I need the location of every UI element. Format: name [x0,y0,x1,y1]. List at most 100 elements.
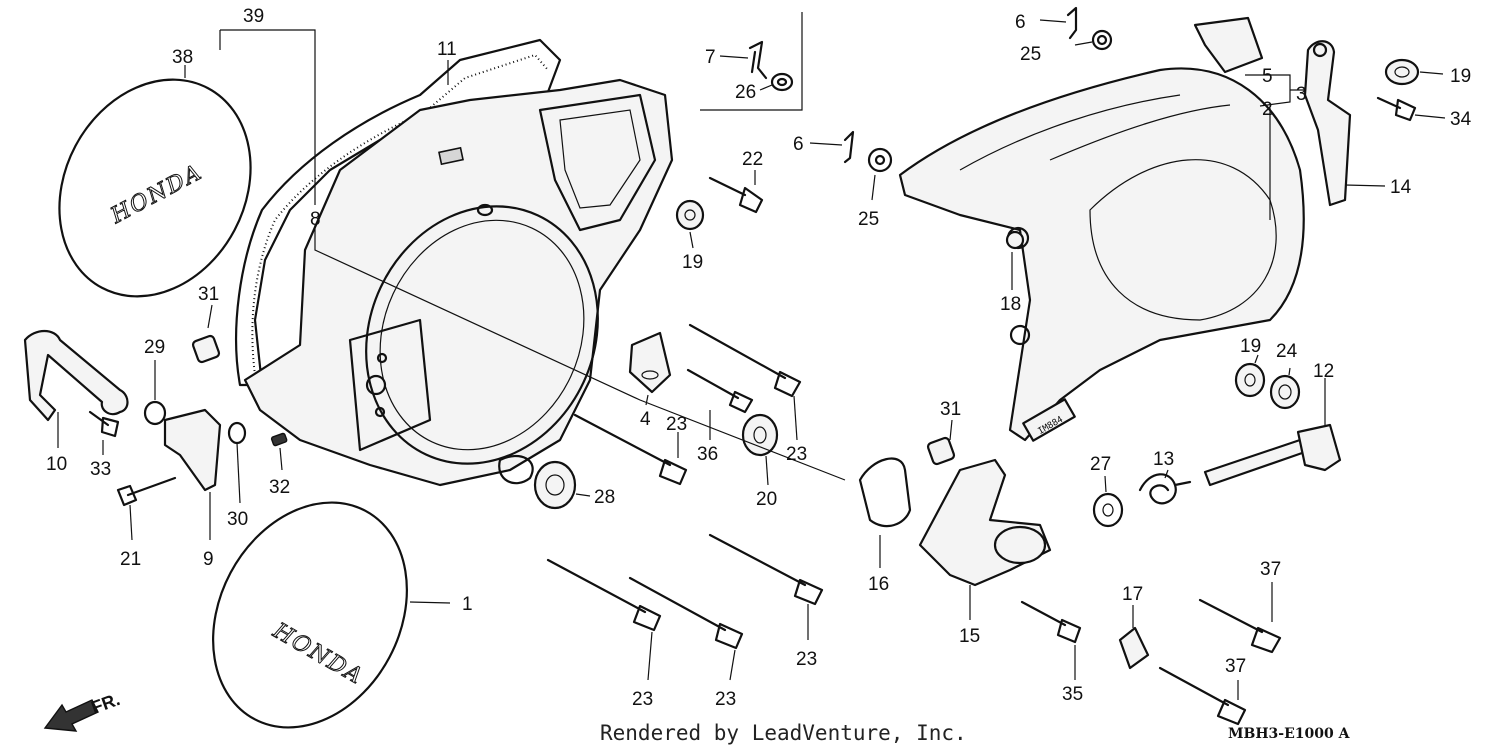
front-arrow-icon [43,699,99,732]
part-6-clip-mid [843,130,855,164]
part-5-pad [1193,16,1264,74]
callout-37-a: 37 [1260,559,1281,580]
callout-39: 39 [243,6,264,27]
part-19-grommet-mid [675,199,705,231]
part-10-pipe [23,329,129,422]
bolt-23-e [628,576,744,650]
part-16-oring [858,457,912,528]
bolt-37-a [1198,598,1282,654]
callout-10: 10 [46,454,67,475]
callout-3: 3 [1296,84,1307,105]
callout-9: 9 [203,549,214,570]
diagram-reference: MBH3-E1000 A [1228,726,1351,742]
part-4-bracket [628,331,672,394]
bolt-21 [116,476,177,507]
part-20-damper [741,413,779,457]
emblem-top-text: HONDA [106,160,207,229]
callout-labels: 1 2 3 4 5 6 6 7 8 9 10 11 12 13 14 15 16… [46,6,1472,710]
callout-32: 32 [269,477,290,498]
bolt-33 [88,410,120,438]
callout-17: 17 [1122,584,1143,605]
bolt-23-c [708,533,824,606]
callout-15: 15 [959,626,980,647]
callout-19-top: 19 [1450,66,1471,87]
callout-35: 35 [1062,684,1083,705]
bolt-34 [1376,96,1417,122]
emblem-cover-bottom: HONDA [212,501,408,729]
bolt-23-b [573,413,688,486]
bolts [88,96,1417,726]
emblem-cover-top: HONDA [58,78,252,298]
callout-19-mid: 19 [682,252,703,273]
part-31-collar-right [926,436,956,466]
callout-26: 26 [735,82,756,103]
callout-5: 5 [1262,66,1273,87]
bolt-23-d [546,558,662,632]
bolt-36 [686,368,754,414]
callout-13: 13 [1153,449,1174,470]
part-25-washer-top [1091,29,1113,51]
callout-23-a: 23 [666,414,687,435]
callout-4: 4 [640,409,651,430]
callout-6-mid: 6 [793,134,804,155]
part-15-housing [918,458,1052,587]
callout-25-top: 25 [1020,44,1041,65]
callout-8: 8 [310,209,321,230]
part-32-pin [270,432,288,447]
callout-23-e: 23 [715,689,736,710]
callout-27: 27 [1090,454,1111,475]
part-24-collar [1269,374,1301,410]
part-6-clip-top [1066,6,1078,40]
part-25-washer-mid [867,147,893,173]
front-label: FR. [89,689,123,718]
callout-36: 36 [697,444,718,465]
part-14-bracket [1303,40,1352,207]
callout-34: 34 [1450,109,1472,130]
callout-31-right: 31 [940,399,961,420]
part-18-grommet [1005,230,1025,250]
part-12-arm [1296,423,1342,472]
callout-37-b: 37 [1225,656,1246,677]
left-crankcase-cover [243,78,674,487]
callout-11: 11 [437,39,457,60]
bolt-22 [708,176,764,214]
credit-text: Rendered by LeadVenture, Inc. [600,721,967,745]
part-28-seal [533,460,577,510]
callout-23-b: 23 [786,444,807,465]
callout-12: 12 [1313,361,1334,382]
callout-30: 30 [227,509,248,530]
part-7-clip [748,40,768,80]
part-27-washer [1092,492,1124,528]
bolt-35 [1020,600,1082,644]
part-30-oring [227,421,247,445]
callout-6-top: 6 [1015,12,1026,33]
leader-lines [57,19,1446,700]
callout-1: 1 [462,594,473,615]
callout-2: 2 [1262,99,1273,120]
divider-bracket [700,12,803,111]
part-31-collar-left [191,334,221,364]
callout-14: 14 [1390,177,1412,198]
callout-24: 24 [1276,341,1298,362]
part-9-holder [163,408,222,492]
callout-28: 28 [594,487,615,508]
part-29-oring [143,400,167,426]
callout-20: 20 [756,489,777,510]
callout-7: 7 [705,47,716,68]
callout-16: 16 [868,574,889,595]
callout-19-right: 19 [1240,336,1261,357]
bolt-37-b [1158,666,1247,726]
callout-22: 22 [742,149,763,170]
callout-38: 38 [172,47,193,68]
callout-33: 33 [90,459,111,480]
callout-29: 29 [144,337,165,358]
part-13-spring [1138,473,1192,505]
bolt-23-a [688,323,802,398]
part-17-clamp [1118,626,1150,670]
part-19-grommet-right [1234,362,1266,398]
direction-indicator: FR. [43,689,123,732]
part-26-washer [770,72,794,92]
part-19-grommet-top [1384,58,1420,86]
callout-23-d: 23 [632,689,653,710]
